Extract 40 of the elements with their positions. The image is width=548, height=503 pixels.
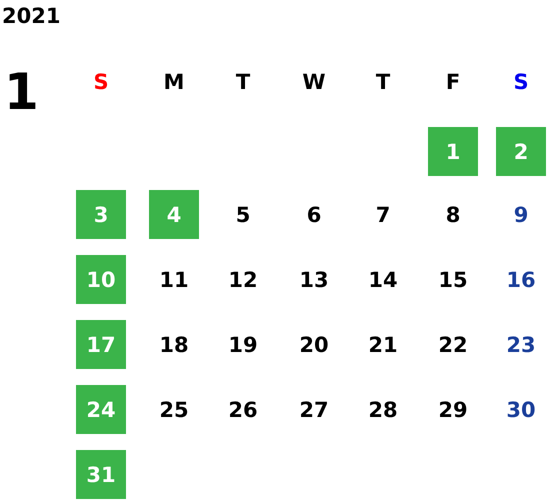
- date-number: 14: [367, 267, 399, 294]
- date-number: 7: [374, 202, 392, 229]
- date-number: 26: [227, 397, 259, 424]
- highlighted-date: 1: [428, 127, 478, 176]
- weekday-header: W: [301, 69, 327, 96]
- date-number: 19: [227, 332, 259, 359]
- weekday-header: S: [512, 69, 530, 96]
- date-number: 12: [227, 267, 259, 294]
- highlighted-date: 17: [76, 320, 126, 369]
- weekday-header: S: [92, 69, 110, 96]
- weekday-header: M: [162, 69, 186, 96]
- highlighted-date: 31: [76, 450, 126, 499]
- month-number: 1: [4, 62, 39, 122]
- date-number: 20: [298, 332, 330, 359]
- weekday-header: T: [374, 69, 392, 96]
- weekday-header: T: [234, 69, 252, 96]
- date-number: 23: [505, 332, 537, 359]
- date-number: 16: [505, 267, 537, 294]
- weekday-header: F: [444, 69, 462, 96]
- date-number: 18: [158, 332, 190, 359]
- date-number: 27: [298, 397, 330, 424]
- date-number: 11: [158, 267, 190, 294]
- date-number: 29: [437, 397, 469, 424]
- date-number: 9: [512, 202, 530, 229]
- highlighted-date: 24: [76, 385, 126, 434]
- date-number: 25: [158, 397, 190, 424]
- date-number: 22: [437, 332, 469, 359]
- date-number: 21: [367, 332, 399, 359]
- date-number: 13: [298, 267, 330, 294]
- date-number: 15: [437, 267, 469, 294]
- highlighted-date: 4: [149, 190, 199, 239]
- date-number: 30: [505, 397, 537, 424]
- highlighted-date: 10: [76, 255, 126, 304]
- highlighted-date: 3: [76, 190, 126, 239]
- highlighted-date: 2: [496, 127, 546, 176]
- date-number: 8: [444, 202, 462, 229]
- year-label: 2021: [2, 4, 60, 28]
- date-number: 5: [234, 202, 252, 229]
- date-number: 28: [367, 397, 399, 424]
- date-number: 6: [306, 202, 322, 229]
